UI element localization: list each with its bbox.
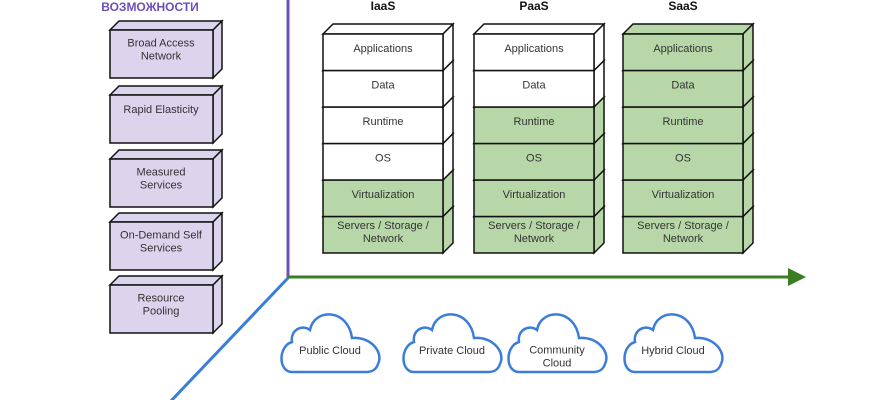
layer-label: Network bbox=[663, 233, 704, 245]
characteristic-box-side bbox=[212, 19, 223, 80]
horizontal-axis-arrowhead bbox=[788, 268, 806, 286]
characteristic-box-top bbox=[108, 212, 224, 223]
characteristic-box-top bbox=[108, 275, 224, 286]
cloud-icon bbox=[507, 313, 608, 374]
layer-label: OS bbox=[675, 153, 691, 165]
layer-box-face bbox=[473, 33, 595, 72]
layer-box-face bbox=[322, 142, 444, 181]
layer-label: Virtualization bbox=[652, 189, 715, 201]
layer-label: Network bbox=[514, 233, 555, 245]
service-model-title: PaaS bbox=[519, 0, 548, 13]
characteristic-label: Rapid Elasticity bbox=[123, 104, 199, 116]
cloud-icon bbox=[623, 313, 724, 374]
left-title: ВОЗМОЖНОСТИ bbox=[101, 0, 199, 14]
service-stack-paas: PaaS Servers / Storage /Network Virtualiza… bbox=[472, 0, 606, 255]
deployment-hybrid-cloud: Hybrid Cloud bbox=[623, 313, 724, 374]
layer-label: Data bbox=[522, 80, 546, 92]
layer-box-top bbox=[321, 23, 455, 35]
cloud-icon bbox=[402, 313, 503, 374]
service-model-title: SaaS bbox=[668, 0, 697, 13]
layer-box-face bbox=[473, 106, 595, 145]
cloud-icon bbox=[280, 313, 381, 374]
diagonal-axis bbox=[168, 276, 290, 404]
characteristic-box-side bbox=[212, 148, 223, 209]
characteristic-box-top bbox=[108, 149, 224, 160]
layer-box-face bbox=[322, 179, 444, 218]
layer-label: Applications bbox=[353, 43, 413, 55]
layer-label: Servers / Storage / bbox=[637, 220, 730, 232]
characteristic-label: Resource bbox=[137, 293, 184, 305]
characteristic-box-face bbox=[109, 221, 214, 271]
characteristic-label: Broad Access bbox=[127, 38, 195, 50]
deployment-label: Public Cloud bbox=[299, 345, 361, 357]
service-stack-iaas: IaaS Servers / Storage /Network Virtualiza… bbox=[321, 0, 455, 255]
deployment-label: Cloud bbox=[543, 358, 572, 370]
layer-box-face bbox=[473, 179, 595, 218]
layer-label: Servers / Storage / bbox=[488, 220, 581, 232]
characteristic-box-face bbox=[109, 29, 214, 79]
layer-box-face bbox=[622, 215, 744, 254]
deployment-private-cloud: Private Cloud bbox=[402, 313, 503, 374]
characteristic-box-top bbox=[108, 20, 224, 31]
characteristic-label: Pooling bbox=[143, 306, 180, 318]
layer-box-face bbox=[322, 69, 444, 108]
layer-label: Data bbox=[671, 80, 695, 92]
deployment-public-cloud: Public Cloud bbox=[280, 313, 381, 374]
deployment-label: Hybrid Cloud bbox=[641, 345, 705, 357]
layer-label: OS bbox=[526, 153, 542, 165]
layer-applications: Applications bbox=[321, 22, 455, 73]
characteristic-label: Measured bbox=[137, 167, 186, 179]
characteristic-box-side bbox=[212, 211, 223, 272]
characteristic-box-face bbox=[109, 284, 214, 334]
characteristic-label: Network bbox=[141, 51, 182, 63]
service-stack-saas: SaaS Servers / Storage /Network Virtualiza… bbox=[621, 0, 755, 255]
layer-box-face bbox=[622, 33, 744, 72]
layer-label: Virtualization bbox=[352, 189, 415, 201]
layer-applications: Applications bbox=[621, 22, 755, 73]
layer-label: Applications bbox=[653, 43, 713, 55]
deployment-label: Private Cloud bbox=[419, 345, 485, 357]
characteristic-label: On-Demand Self bbox=[120, 230, 203, 242]
layer-label: Network bbox=[363, 233, 404, 245]
layer-label: Runtime bbox=[663, 116, 704, 128]
layer-applications: Applications bbox=[472, 22, 606, 73]
characteristic-label: Services bbox=[140, 243, 183, 255]
characteristic-label: Services bbox=[140, 180, 183, 192]
layer-box-face bbox=[322, 33, 444, 72]
layer-box-face bbox=[622, 142, 744, 181]
characteristic-box-side bbox=[212, 274, 223, 335]
service-model-title: IaaS bbox=[371, 0, 396, 13]
layer-label: Servers / Storage / bbox=[337, 220, 430, 232]
layer-box-top bbox=[472, 23, 606, 35]
layer-label: Runtime bbox=[363, 116, 404, 128]
layer-box-top bbox=[621, 23, 755, 35]
layer-label: Runtime bbox=[514, 116, 555, 128]
layer-box-face bbox=[622, 69, 744, 108]
layer-label: Virtualization bbox=[503, 189, 566, 201]
layer-box-face bbox=[322, 106, 444, 145]
layer-label: Data bbox=[371, 80, 395, 92]
characteristic-box-face bbox=[109, 158, 214, 208]
characteristic-box-top bbox=[108, 85, 224, 96]
deployment-label: Community bbox=[529, 345, 585, 357]
layer-label: OS bbox=[375, 153, 391, 165]
characteristic-rapid-elasticity: Rapid Elasticity bbox=[108, 84, 224, 145]
characteristic-box-face bbox=[109, 94, 214, 144]
layer-box-face bbox=[322, 215, 444, 254]
layer-label: Applications bbox=[504, 43, 564, 55]
characteristic-box-side bbox=[212, 84, 223, 145]
